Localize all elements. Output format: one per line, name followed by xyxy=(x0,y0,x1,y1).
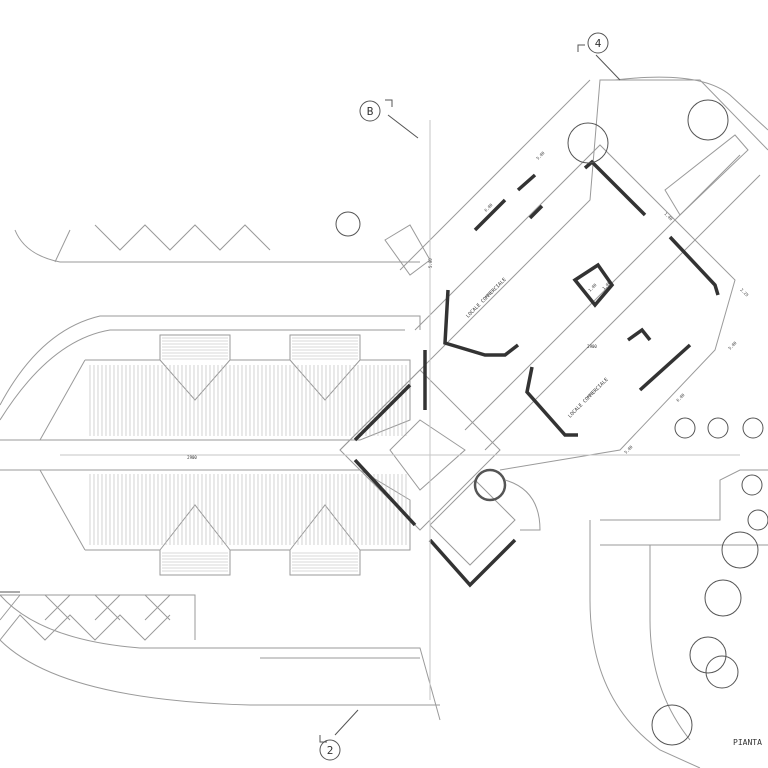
marker-4-label: 4 xyxy=(595,37,602,50)
dimension: 1.40 xyxy=(663,211,674,222)
section-markers xyxy=(319,32,621,761)
walkway-level: 2900 xyxy=(187,455,197,460)
drawing-title: PIANTA xyxy=(733,738,762,747)
road xyxy=(589,76,768,768)
left-wing xyxy=(0,315,441,721)
parking-bottom xyxy=(0,591,196,641)
dimension: 5.00 xyxy=(727,340,738,351)
dimension: 2.25 xyxy=(739,287,750,298)
marker-2-label: 2 xyxy=(327,744,334,757)
dimension: 1.00 xyxy=(587,282,598,293)
dimension: 6.00 xyxy=(675,392,686,403)
trees xyxy=(335,99,768,746)
parking-top xyxy=(14,224,420,263)
dimension: 5.00 xyxy=(428,258,433,268)
dimension: 5.00 xyxy=(535,150,546,161)
marker-b-label: B xyxy=(367,105,374,118)
room-label-1: LOCALE COMMERCIALE xyxy=(465,277,508,320)
plaza-level: 2900 xyxy=(587,344,597,349)
dimension: 6.00 xyxy=(483,202,494,213)
commercial-building xyxy=(60,79,768,700)
dimension: 5.00 xyxy=(623,444,634,455)
room-label-2: LOCALE COMMERCIALE xyxy=(567,377,610,420)
dimension: 1.00 xyxy=(601,280,612,291)
